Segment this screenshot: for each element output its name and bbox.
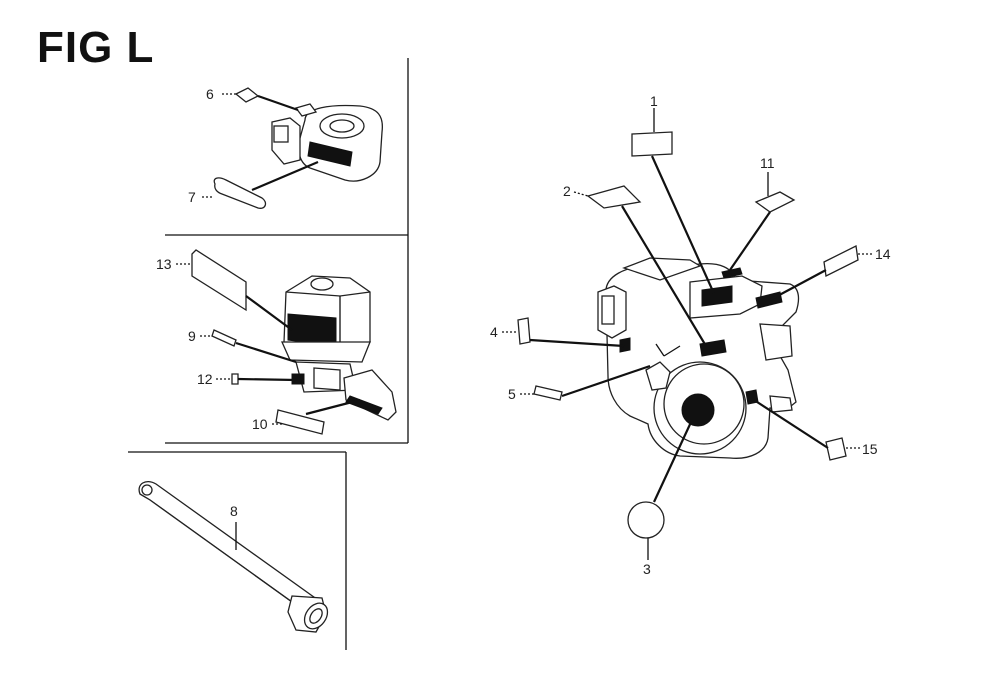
label-15 (753, 399, 860, 461)
engine-assembly (597, 257, 800, 459)
callout-3: 3 (643, 561, 651, 577)
air-cleaner-assembly (271, 103, 384, 182)
label-7 (202, 160, 319, 209)
tank-muffler-assembly (280, 275, 397, 421)
callout-8: 8 (230, 503, 238, 519)
panel-dividers (128, 58, 409, 650)
label-9 (200, 329, 297, 364)
label-13 (176, 249, 293, 331)
callout-4: 4 (490, 324, 498, 340)
callout-7: 7 (188, 189, 196, 205)
spark-plug-wrench (138, 480, 329, 633)
label-1 (631, 108, 718, 299)
callout-2: 2 (563, 183, 571, 199)
label-3 (627, 419, 693, 560)
label-14 (769, 245, 872, 301)
callout-13: 13 (156, 256, 172, 272)
callout-9: 9 (188, 328, 196, 344)
callout-6: 6 (206, 86, 214, 102)
callout-12: 12 (197, 371, 213, 387)
label-12 (216, 373, 297, 385)
callout-10: 10 (252, 416, 268, 432)
label-4 (502, 317, 625, 348)
figure-title: FIG L (37, 23, 155, 72)
label-2 (573, 185, 707, 347)
callout-1: 1 (650, 93, 658, 109)
callout-11: 11 (760, 155, 775, 171)
callout-15: 15 (862, 441, 878, 457)
label-6 (222, 87, 299, 112)
label-5 (520, 364, 651, 401)
label-11 (729, 172, 796, 271)
label-10 (272, 398, 361, 435)
callout-14: 14 (875, 246, 891, 262)
callout-5: 5 (508, 386, 516, 402)
